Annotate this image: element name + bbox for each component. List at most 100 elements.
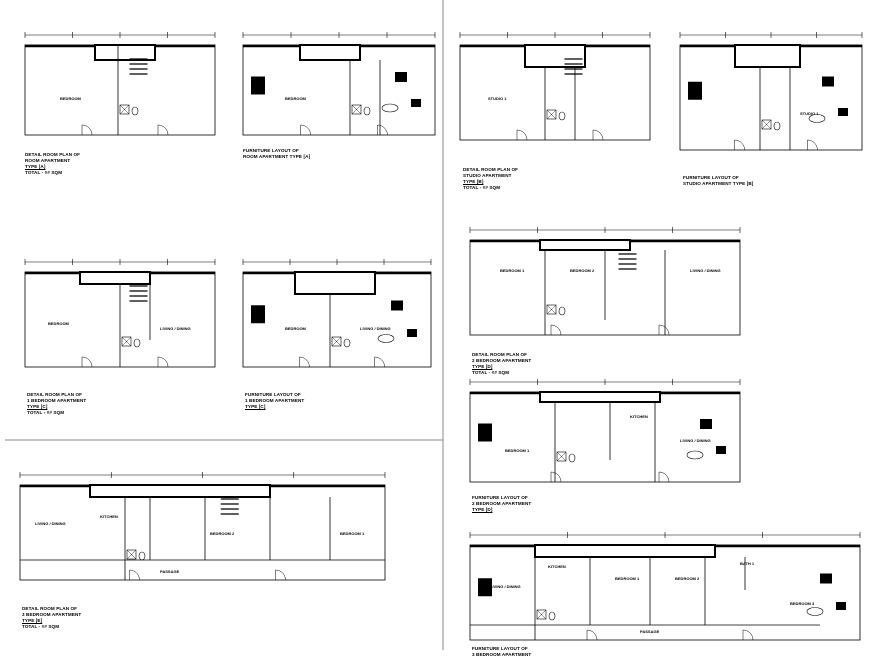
room-label: PASSAGE xyxy=(640,629,660,634)
plan-a-drawing: BEDROOM xyxy=(24,32,216,136)
toilet-icon xyxy=(363,106,371,116)
dining-table-icon xyxy=(381,103,399,113)
sofa-icon xyxy=(836,602,846,610)
door-swing xyxy=(275,569,286,581)
caption-line: TOTAL - ## SQM xyxy=(25,170,63,175)
caption-line: TYPE [D] xyxy=(472,507,493,512)
caption-line: TOTAL - ## SQM xyxy=(22,624,60,629)
shower-fixture xyxy=(121,336,132,347)
caption-line: TOTAL - ## SQM xyxy=(27,410,65,415)
room-label: KITCHEN xyxy=(100,514,118,519)
table-icon xyxy=(820,573,832,584)
caption-line: 1 BEDROOM APARTMENT xyxy=(245,398,305,403)
door-swing xyxy=(81,124,93,136)
wall-recess xyxy=(294,271,376,295)
door-swing xyxy=(300,124,311,136)
dining-table-icon xyxy=(808,114,826,123)
caption-line: FURNITURE LAYOUT OF xyxy=(472,646,528,651)
room-label: LIVING / DINING xyxy=(690,268,721,273)
toilet-icon xyxy=(558,306,566,316)
wall-recess xyxy=(299,44,361,61)
toilet-icon xyxy=(138,551,146,561)
caption-line: DETAIL ROOM PLAN OF xyxy=(25,152,81,157)
room-label: BEDROOM 1 xyxy=(615,576,640,581)
caption-line: ROOM APARTMENT TYPE [A] xyxy=(243,154,311,159)
table-icon xyxy=(822,76,834,87)
sofa-icon xyxy=(411,99,421,107)
wall-recess xyxy=(524,44,586,68)
shower-fixture xyxy=(121,336,132,347)
caption-line: TYPE [C] xyxy=(245,404,266,409)
door-swing xyxy=(81,356,93,368)
caption-line: STUDIO APARTMENT TYPE [B] xyxy=(683,181,754,186)
wall-recess xyxy=(534,544,716,558)
door-swing xyxy=(734,139,745,151)
caption-line: TOTAL - ## SQM xyxy=(472,370,510,375)
caption-line: TYPE [D] xyxy=(472,364,493,369)
shower-fixture xyxy=(536,609,547,620)
wall-recess xyxy=(539,391,661,403)
room-label: BEDROOM xyxy=(285,326,307,331)
room-label: LIVING / DINING xyxy=(35,521,66,526)
exterior-wall xyxy=(469,544,861,641)
shower-fixture xyxy=(546,304,557,315)
shower-fixture xyxy=(536,609,547,620)
room-label: LIVING / DINING xyxy=(160,326,191,331)
caption-line: DETAIL ROOM PLAN OF xyxy=(472,352,528,357)
dining-table-icon xyxy=(686,450,704,460)
door-swing xyxy=(658,471,670,483)
dining-table-icon xyxy=(806,607,824,616)
room-label: BATH 1 xyxy=(740,561,755,566)
door-swing xyxy=(658,324,670,336)
shower-fixture xyxy=(126,549,137,560)
shower-fixture xyxy=(331,336,342,347)
caption-line: 1 BEDROOM APARTMENT xyxy=(27,398,87,403)
bed-icon xyxy=(478,423,492,442)
room-label: LIVING / DINING xyxy=(680,438,711,443)
room-label: BEDROOM 2 xyxy=(570,268,595,273)
plan-1br-drawing: BEDROOM LIVING / DINING xyxy=(24,259,216,368)
wall-recess xyxy=(89,484,271,498)
bed-icon xyxy=(251,76,265,95)
caption-line: FURNITURE LAYOUT OF xyxy=(683,175,739,180)
shower-fixture xyxy=(351,104,362,115)
caption-line: 2 BEDROOM APARTMENT xyxy=(472,501,532,506)
room-label: STUDIO 1 xyxy=(800,111,819,116)
toilet-icon xyxy=(558,111,566,121)
sofa-icon xyxy=(838,108,848,116)
room-label: STUDIO 1 xyxy=(488,96,507,101)
furn-studio-drawing: STUDIO 1 xyxy=(679,32,863,151)
room-label: BEDROOM 1 xyxy=(505,448,530,453)
shower-fixture xyxy=(761,119,772,130)
door-swing xyxy=(157,356,169,368)
toilet-icon xyxy=(568,453,576,463)
door-swing xyxy=(374,356,385,368)
door-swing xyxy=(516,129,528,141)
bed-icon xyxy=(251,305,265,324)
plan-studio-drawing: STUDIO 1 xyxy=(459,32,651,141)
caption-line: STUDIO APARTMENT xyxy=(463,173,512,178)
room-label: BEDROOM xyxy=(48,321,70,326)
toilet-icon xyxy=(773,121,781,131)
wall-recess xyxy=(734,44,801,68)
wall-recess xyxy=(79,271,151,285)
caption-line: 2 BEDROOM APARTMENT xyxy=(472,358,532,363)
caption-line: TYPE [C] xyxy=(27,404,48,409)
caption-line: FURNITURE LAYOUT OF xyxy=(472,495,528,500)
door-swing xyxy=(586,629,598,641)
shower-fixture xyxy=(556,451,567,462)
shower-fixture xyxy=(119,104,130,115)
shower-fixture xyxy=(331,336,342,347)
caption-line: DETAIL ROOM PLAN OF xyxy=(22,606,78,611)
caption-line: ROOM APARTMENT xyxy=(25,158,71,163)
door-swing xyxy=(742,629,754,641)
